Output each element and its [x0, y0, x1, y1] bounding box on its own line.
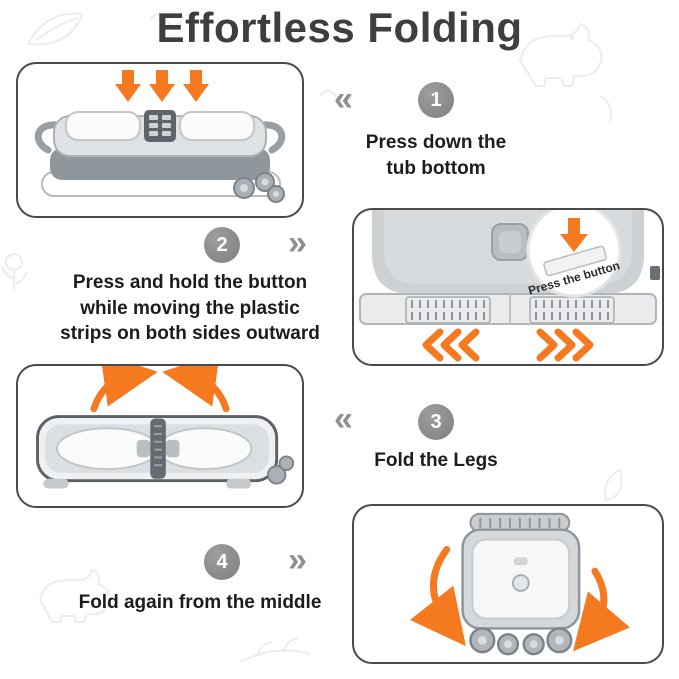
chevron-right-icon: » [288, 541, 307, 579]
step3-number-badge: 3 [418, 404, 454, 440]
chevron-left-icon: « [334, 400, 353, 438]
slide-out-arrows-icon [422, 328, 594, 362]
caption-line: Press down the [365, 132, 507, 153]
step4-number-badge: 4 [204, 544, 240, 580]
chevron-right-icon: » [288, 224, 307, 262]
page-title: Effortless Folding [156, 4, 523, 51]
caption-line: Fold again from the middle [78, 592, 322, 613]
step1-illustration [34, 70, 286, 203]
step2-illustration: Press the button [359, 210, 660, 362]
wheels-icon [233, 172, 285, 203]
step4-figure [352, 504, 664, 664]
caption-line: Fold the Legs [374, 450, 498, 471]
wheels-icon [469, 627, 573, 656]
step4-illustration [409, 512, 630, 656]
step3-caption: Fold the Legs [346, 448, 526, 474]
fold-arrows-icon [90, 366, 230, 413]
chevron-left-icon: « [334, 80, 353, 118]
caption-line: Press and hold the button [72, 272, 308, 293]
press-down-arrows-icon [115, 70, 209, 102]
caption-line: tub bottom [386, 157, 486, 179]
step3-figure [16, 364, 304, 508]
step3-illustration [36, 366, 295, 489]
step1-caption: Press down the tub bottom [346, 130, 526, 181]
step2-caption: Press and hold the button while moving t… [30, 270, 350, 347]
step1-figure [16, 62, 304, 218]
step1-number-badge: 1 [418, 82, 454, 118]
step2-number-badge: 2 [204, 227, 240, 263]
step2-figure: Press the button [352, 208, 664, 366]
caption-line: strips on both sides outward [60, 323, 320, 345]
caption-line: while moving the plastic [80, 297, 300, 319]
press-arrow-icon [560, 218, 588, 252]
fold-arrows-icon [409, 545, 630, 652]
step4-caption: Fold again from the middle [10, 590, 390, 616]
